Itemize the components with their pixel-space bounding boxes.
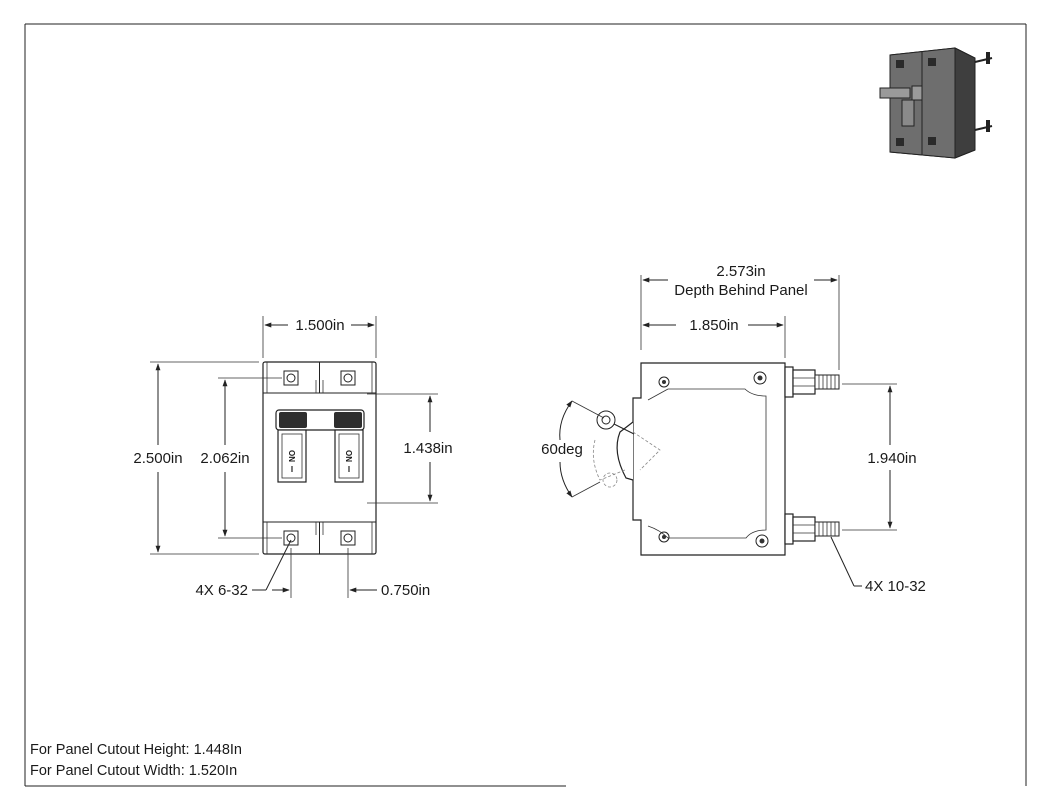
dim-depth-body: 1.850in (642, 316, 786, 358)
switch-mark-right: I (348, 465, 350, 474)
dim-depth-body-label: 1.850in (689, 317, 738, 334)
dim-depth-total-label: 2.573in (716, 263, 765, 280)
callout-screw-label: 4X 6-32 (195, 582, 248, 599)
panel-cutout-notes: For Panel Cutout Height: 1.448In For Pan… (30, 742, 242, 779)
dim-terminal-spacing: 1.940in (842, 383, 917, 531)
front-view: ON I ON I (262, 361, 377, 555)
dim-handle-height-label: 1.438in (403, 440, 452, 457)
side-view (592, 362, 840, 556)
dim-mount-spacing-label: 2.062in (200, 450, 249, 467)
mount-screw-top-right (340, 370, 356, 386)
side-screw-top-right (753, 371, 767, 385)
dim-handle-height: 1.438in (367, 393, 453, 504)
dim-mount-spacing: 2.062in (200, 377, 282, 539)
terminal-lower (784, 513, 840, 545)
terminal-upper (784, 366, 840, 398)
dim-handle-angle: 60deg (541, 400, 605, 498)
note-cutout-width: For Panel Cutout Width: 1.520In (30, 763, 237, 779)
dim-front-width-label: 1.500in (295, 317, 344, 334)
side-handle (596, 410, 635, 481)
drawing-border (24, 23, 1027, 787)
mount-screw-bottom-left (283, 530, 299, 546)
dim-pole-spacing-label: 0.750in (381, 582, 430, 599)
mount-screw-bottom-right (340, 530, 356, 546)
callout-terminal-label: 4X 10-32 (865, 578, 926, 595)
dim-terminal-spacing-label: 1.940in (867, 450, 916, 467)
mount-screw-top-left (283, 370, 299, 386)
note-cutout-height: For Panel Cutout Height: 1.448In (30, 742, 242, 758)
dim-depth-total: 2.573in Depth Behind Panel (640, 263, 840, 370)
switch-label-right: ON (344, 450, 353, 462)
dim-pole-spacing: 0.750in (272, 548, 430, 599)
dim-front-height: 2.500in (133, 361, 259, 555)
dim-front-width: 1.500in (262, 316, 377, 358)
breaker-isometric-thumbnail (879, 47, 993, 159)
switch-mark-left: I (291, 465, 293, 474)
dim-front-height-label: 2.500in (133, 450, 182, 467)
side-screw-top-left (658, 376, 670, 388)
callout-screw: 4X 6-32 (195, 539, 292, 599)
dim-handle-angle-label: 60deg (541, 441, 583, 458)
side-screw-bottom-right (755, 534, 769, 548)
switch-label-left: ON (287, 450, 296, 462)
side-handle-ghost (592, 431, 661, 488)
callout-terminal: 4X 10-32 (830, 536, 926, 595)
dim-depth-caption: Depth Behind Panel (674, 282, 807, 299)
side-screw-bottom-left (658, 531, 670, 543)
